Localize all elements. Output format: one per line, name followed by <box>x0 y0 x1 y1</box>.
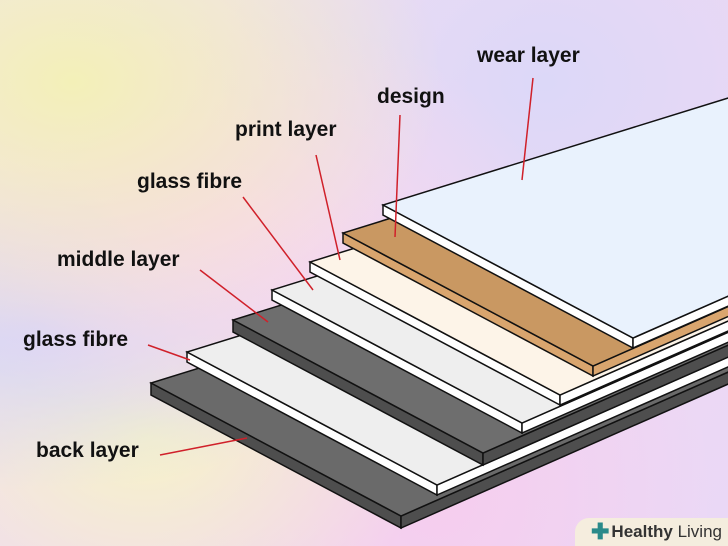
label-glass-fibre-top: glass fibre <box>137 170 243 193</box>
label-middle-layer: middle layer <box>57 248 180 271</box>
print-layer-side-edge <box>559 320 728 407</box>
leader-line-print-layer <box>315 154 341 261</box>
healthy-living-watermark: ✚ Healthy Living <box>574 518 728 546</box>
label-back-layer: back layer <box>36 439 139 462</box>
wear-layer-top-face <box>381 97 728 339</box>
glass-fibre-bottom-side-edge <box>436 356 728 497</box>
leader-line-design <box>394 114 401 238</box>
label-print-layer: print layer <box>235 118 337 141</box>
brand-bold: Healthy <box>611 522 673 541</box>
label-design: design <box>377 85 445 108</box>
leader-line-wear-layer <box>521 77 534 181</box>
back-layer-side-edge <box>400 371 728 530</box>
plus-leaf-icon: ✚ <box>590 519 610 544</box>
leader-line-middle-layer <box>199 269 269 323</box>
glass-fibre-top-side-edge <box>521 331 728 435</box>
design-side-edge <box>592 305 728 378</box>
leader-line-back-layer <box>159 437 248 456</box>
middle-layer-side-edge <box>482 344 728 467</box>
leader-line-glass-fibre-top <box>242 196 314 291</box>
label-wear-layer: wear layer <box>477 44 580 67</box>
label-glass-fibre-bottom: glass fibre <box>23 328 129 351</box>
brand-rest: Living <box>677 522 722 541</box>
leader-line-glass-fibre-bottom <box>147 344 191 361</box>
wear-layer-side-edge <box>632 295 728 350</box>
